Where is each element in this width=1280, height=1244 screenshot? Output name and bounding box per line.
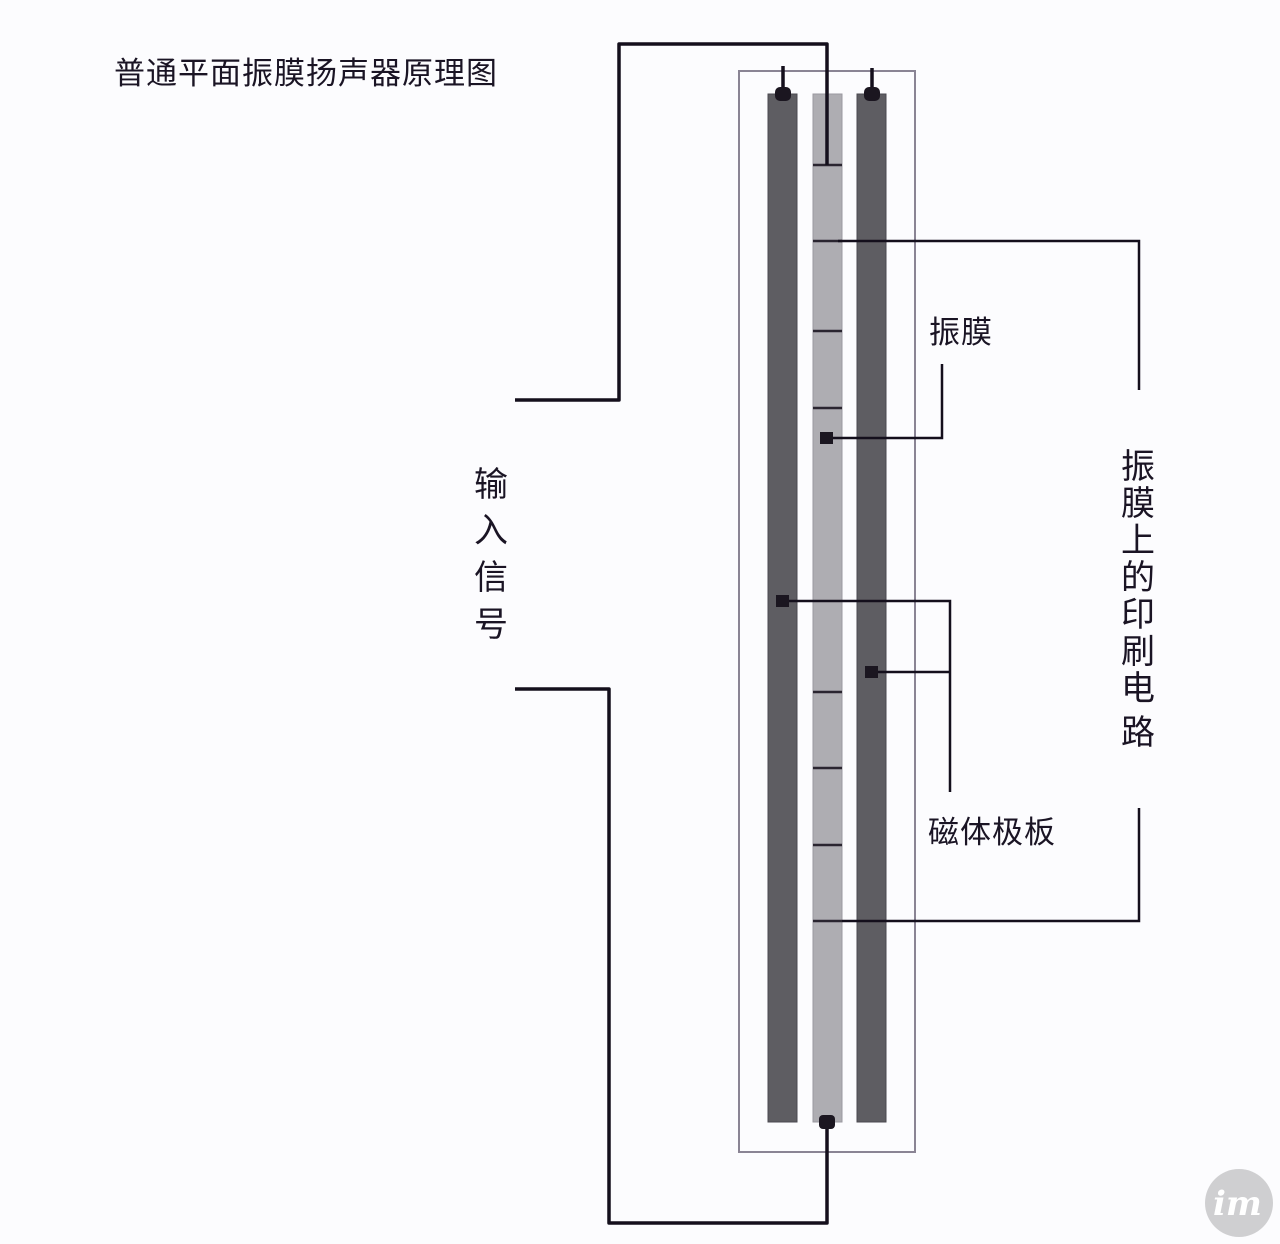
diaphragm-bottom-terminal	[819, 1115, 835, 1129]
right-plate-callout-marker	[865, 666, 878, 678]
diaphragm	[812, 93, 843, 1123]
svg-text:电: 电	[1121, 669, 1155, 709]
svg-text:刷: 刷	[1121, 632, 1155, 672]
svg-text:上: 上	[1121, 521, 1155, 561]
printed-circuit-label: 振 膜 上 的 印 刷 电 路	[1121, 447, 1155, 753]
svg-text:膜: 膜	[1121, 484, 1155, 524]
input-signal-label: 输 入 信 号	[474, 465, 508, 645]
svg-text:印: 印	[1121, 595, 1155, 635]
svg-text:信: 信	[474, 558, 508, 598]
svg-text:的: 的	[1121, 558, 1155, 598]
magnet-plate-callout-line	[788, 599, 952, 792]
left-plate-callout-marker	[776, 595, 789, 607]
left-magnet-plate	[767, 93, 798, 1123]
diaphragm-label: 振膜	[929, 315, 993, 351]
diagram-title: 普通平面振膜扬声器原理图	[114, 56, 498, 92]
svg-text:路: 路	[1121, 713, 1155, 753]
printed-circuit-bracket-top	[838, 239, 1141, 390]
watermark-circle	[1205, 1169, 1273, 1237]
right-plate-terminal	[864, 68, 880, 101]
svg-text:入: 入	[474, 511, 508, 551]
svg-text:输: 输	[474, 465, 508, 505]
input-signal-wire-top	[515, 42, 829, 402]
svg-text:振: 振	[1121, 447, 1155, 487]
diaphragm-callout-line	[830, 364, 944, 440]
diaphragm-body	[812, 93, 843, 1123]
magnet-plates-label: 磁体极板	[928, 815, 1056, 851]
watermark-text: im	[1213, 1184, 1262, 1224]
watermark-logo: im	[1205, 1169, 1273, 1237]
input-signal-wire-bottom	[515, 687, 829, 1225]
printed-circuit-bracket-bottom	[842, 808, 1141, 923]
svg-text:号: 号	[474, 605, 508, 645]
left-plate-terminal	[775, 66, 791, 101]
diaphragm-callout-marker	[820, 432, 833, 444]
right-magnet-plate	[856, 93, 887, 1123]
